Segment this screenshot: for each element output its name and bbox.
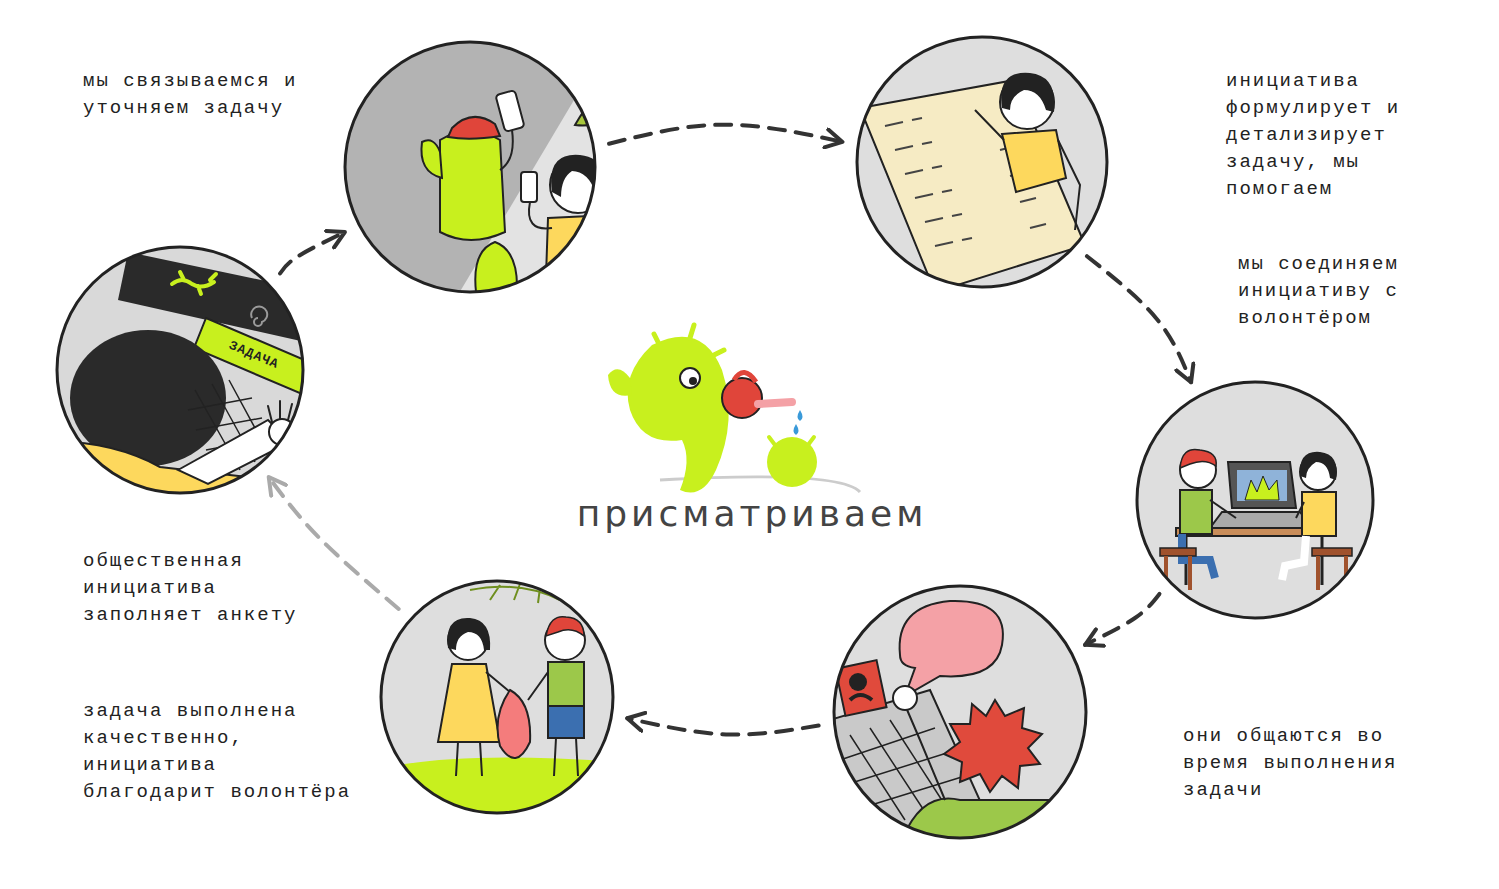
chat-scene (830, 582, 1100, 850)
step-circle: инициатива формулирует и детализирует за… (855, 35, 1109, 289)
step-circle: они общаются во время выполнения задачи (832, 584, 1088, 840)
circle-outline (855, 35, 1109, 289)
logo-figure (608, 325, 860, 493)
step-caption: инициатива формулирует и детализирует за… (1226, 68, 1408, 203)
circle-outline (832, 584, 1088, 840)
step-caption: общественная инициатива заполняет анкету (83, 548, 303, 629)
circle-outline (1135, 380, 1375, 620)
circle-border (834, 586, 1086, 838)
circle-outline (379, 579, 615, 815)
cycle-arrow (269, 477, 399, 609)
thanks-scene (378, 578, 620, 820)
cycle-arrow (609, 125, 842, 144)
scroll-scene (852, 32, 1117, 297)
circle-border (1137, 382, 1373, 618)
step-circle: мы связываемся и уточняем задачу (343, 40, 597, 294)
circle-border (857, 37, 1107, 287)
cycle-arrow (280, 232, 345, 273)
button-label: ЗАДАЧА (227, 338, 281, 372)
cycle-arrow (1087, 256, 1191, 382)
cycle-arrow (1085, 594, 1159, 645)
logo-title: присматриваем (577, 493, 928, 534)
step-caption: мы связываемся и уточняем задачу (83, 68, 303, 122)
step-caption: мы соединяем инициативу с волонтёром (1238, 251, 1412, 332)
circle-outline (55, 245, 305, 495)
cycle-arrow (627, 718, 818, 734)
step-caption: они общаются во время выполнения задачи (1183, 723, 1403, 804)
step-circle: мы соединяем инициативу с волонтёром (1135, 380, 1375, 620)
circle-border (57, 247, 303, 493)
circle-outline (343, 40, 597, 294)
form-scene (48, 240, 318, 512)
step-circle: общественная инициатива заполняет анкету… (55, 245, 305, 495)
phone-scene (340, 35, 632, 305)
step-caption: задача выполнена качественно, инициатива… (83, 698, 357, 806)
step-circle: задача выполнена качественно, инициатива… (379, 579, 615, 815)
computer-scene (1132, 378, 1382, 628)
circle-border (381, 581, 613, 813)
circle-border (345, 42, 595, 292)
